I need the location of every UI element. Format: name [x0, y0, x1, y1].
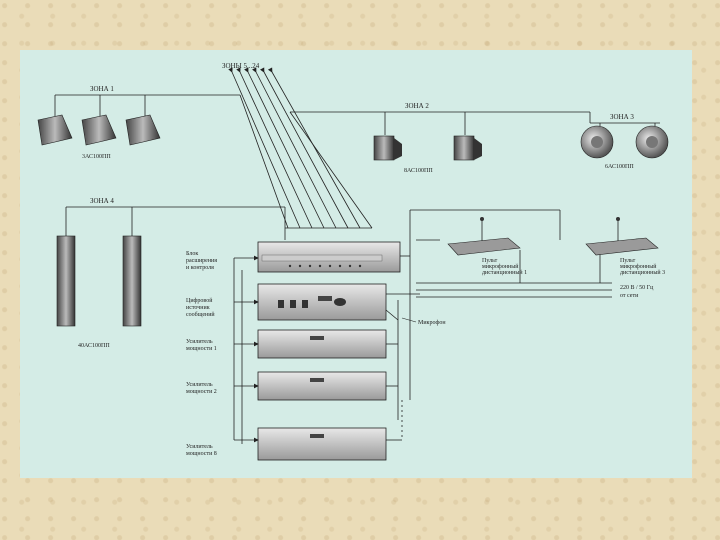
zone-3-speaker-model: 6АС100ПП	[605, 164, 634, 170]
zone-3-label: ЗОНА 3	[610, 113, 634, 121]
zone-2-wiring	[290, 111, 590, 135]
svg-text:мощности 2: мощности 2	[186, 389, 217, 395]
svg-text:Блок: Блок	[186, 251, 198, 257]
amplifier-n	[257, 427, 387, 461]
power-label-line2: от сети	[620, 293, 639, 299]
svg-text:сообщений: сообщений	[186, 311, 215, 318]
microphone-pointer	[401, 317, 417, 323]
zones-5-24-lines	[228, 67, 361, 229]
svg-text:мощности 1: мощности 1	[186, 346, 217, 352]
zone-4-label: ЗОНА 4	[90, 197, 114, 205]
zone-1-speakers	[37, 114, 161, 146]
svg-text:Усилитель: Усилитель	[186, 339, 213, 345]
expansion-control-unit	[257, 241, 401, 273]
amplifier-1	[257, 329, 387, 359]
right-wiring	[385, 209, 612, 441]
svg-text:расширения: расширения	[186, 258, 217, 264]
zone-1-speaker-model: 3АС100ПП	[82, 154, 111, 160]
mic-console-2	[585, 217, 659, 256]
svg-text:источник: источник	[186, 305, 210, 311]
device-labels: Блок расширения и контроля Цифровой исто…	[186, 251, 217, 457]
zone-4-wiring	[65, 206, 286, 240]
svg-text:микрофонный: микрофонный	[620, 263, 657, 270]
mic-console-1	[447, 217, 521, 256]
zone-5-24-label: ЗОНЫ 5...24	[222, 62, 260, 70]
amplifier-2	[257, 371, 387, 401]
svg-text:мощности 8: мощности 8	[186, 451, 217, 457]
zone-2-speaker-model: 8АС100ПП	[404, 168, 433, 174]
svg-text:Пульт: Пульт	[482, 258, 498, 264]
svg-text:Усилитель: Усилитель	[186, 444, 213, 450]
svg-text:Пульт: Пульт	[620, 258, 636, 264]
console-labels: Пульт микрофонный дистанционный 1 Пульт …	[482, 258, 665, 276]
zone-1-wiring	[54, 94, 240, 118]
svg-text:Цифровой: Цифровой	[186, 297, 213, 304]
microphone-label: Микрофон	[418, 319, 446, 326]
digital-message-source	[257, 283, 387, 321]
svg-text:дистанционный 3: дистанционный 3	[620, 269, 665, 276]
device-bus	[233, 255, 259, 444]
svg-text:микрофонный: микрофонный	[482, 263, 519, 270]
zone-2-speakers	[373, 135, 482, 161]
svg-text:Усилитель: Усилитель	[186, 382, 213, 388]
zone-3-speakers	[580, 125, 669, 159]
zone-links	[239, 94, 373, 229]
zone-1-label: ЗОНА 1	[90, 85, 114, 93]
power-label-line1: 220 В / 50 Гц	[620, 285, 654, 291]
svg-text:дистанционный 1: дистанционный 1	[482, 269, 527, 276]
svg-text:и контроля: и контроля	[186, 265, 214, 271]
zone-4-speakers	[56, 235, 142, 327]
zone-2-label: ЗОНА 2	[405, 102, 429, 110]
zone-4-speaker-model: 40АС100ПП	[78, 343, 110, 349]
